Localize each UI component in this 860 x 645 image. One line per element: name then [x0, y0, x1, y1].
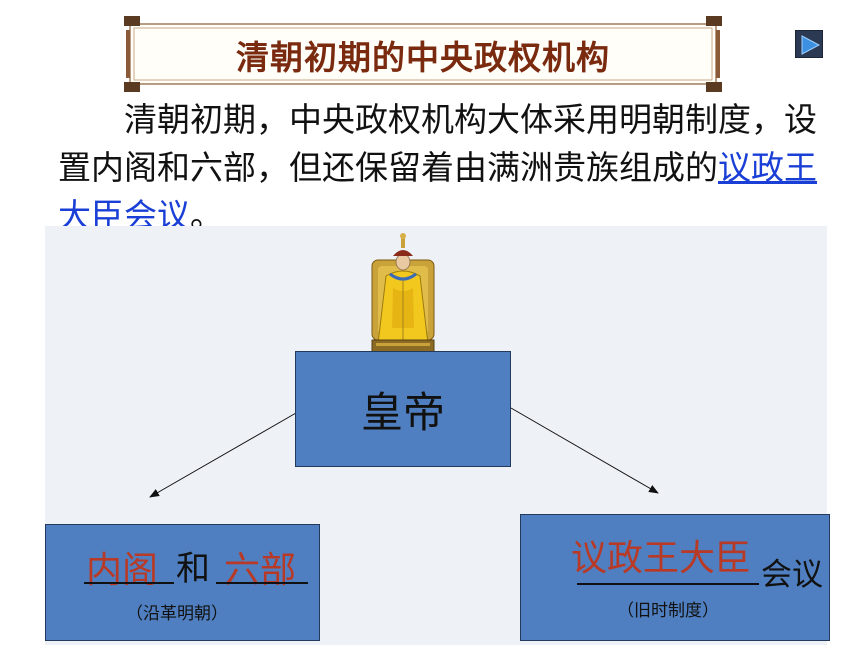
ministries-answer: 六部	[224, 550, 297, 591]
emperor-label: 皇帝	[360, 387, 445, 437]
title-banner: 清朝初期的中央政权机构	[124, 16, 722, 92]
council-box: 议政王大臣 会议 （旧时制度）	[520, 514, 830, 641]
banner-frame	[124, 16, 722, 92]
emperor-portrait-icon	[371, 233, 435, 355]
cabinet-connector: 和	[176, 549, 210, 589]
play-icon	[801, 35, 821, 55]
council-suffix: 会议	[761, 557, 823, 593]
page-title: 清朝初期的中央政权机构	[236, 38, 610, 77]
ministries-blank-line	[216, 582, 308, 584]
play-button[interactable]	[795, 30, 823, 58]
emperor-box: 皇帝	[295, 351, 511, 467]
council-blank-line	[577, 583, 759, 585]
council-note: （旧时制度）	[617, 601, 719, 621]
cabinet-answer: 内阁	[86, 550, 159, 591]
arrow-to-council	[510, 407, 659, 494]
cabinet-note: （沿革明朝）	[126, 604, 228, 624]
arrow-to-cabinet	[149, 412, 297, 498]
council-answer: 议政王大臣	[571, 538, 752, 579]
intro-text: 清朝初期，中央政权机构大体采用明朝制度，设置内阁和六部，但还保留着由满洲贵族组成…	[58, 100, 817, 187]
cabinet-box: 内阁 和 六部 （沿革明朝）	[45, 524, 320, 641]
cabinet-blank-line	[84, 582, 174, 584]
